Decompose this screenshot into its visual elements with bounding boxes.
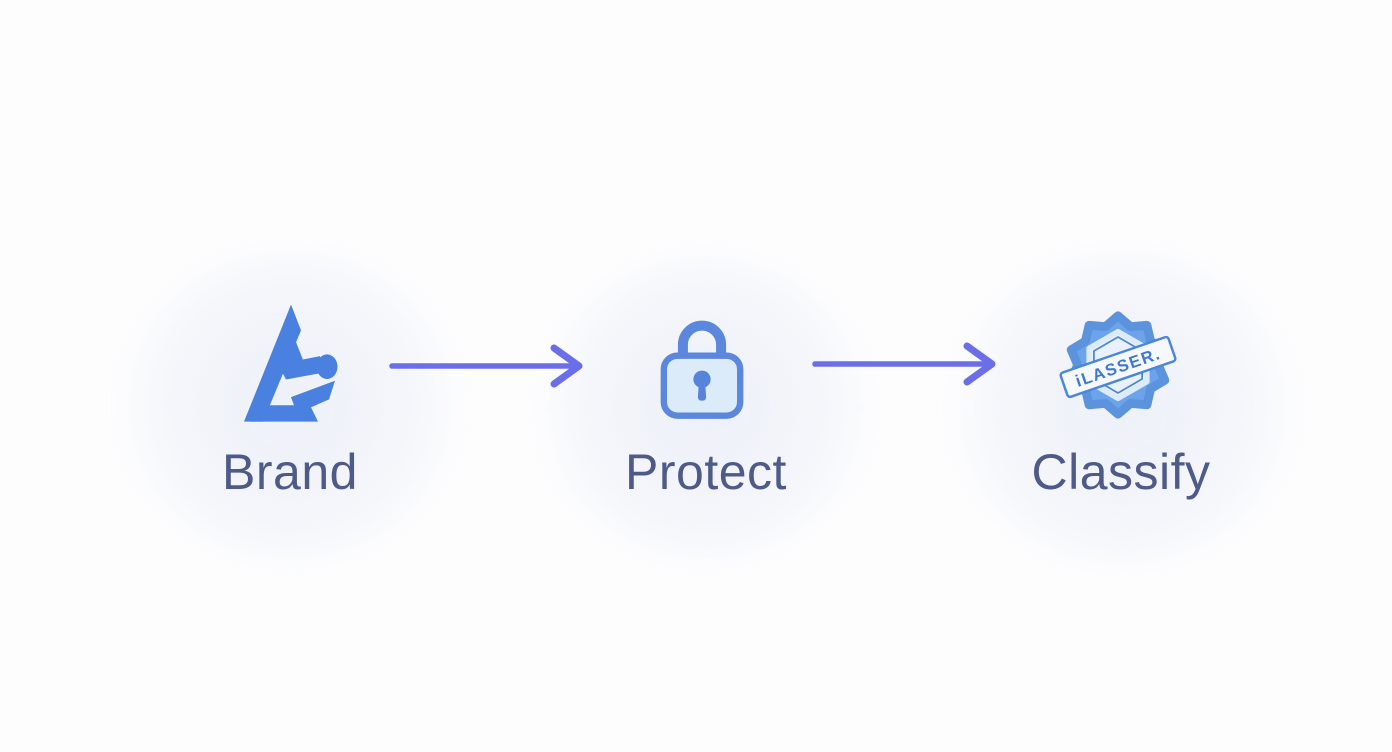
step-label-brand: Brand [222,444,358,500]
brand-triangle-logo-icon [234,300,346,424]
arrow-right-icon [388,341,594,391]
arrow-right-icon [811,339,1007,389]
padlock-icon [652,300,752,424]
stamp-badge-icon: iLASSER. [1059,306,1177,424]
step-label-classify: Classify [1031,444,1211,500]
flow-step-brand [234,300,346,424]
flow-step-classify: iLASSER. [1059,306,1177,424]
step-label-protect: Protect [625,444,787,500]
flow-step-protect [652,300,752,424]
